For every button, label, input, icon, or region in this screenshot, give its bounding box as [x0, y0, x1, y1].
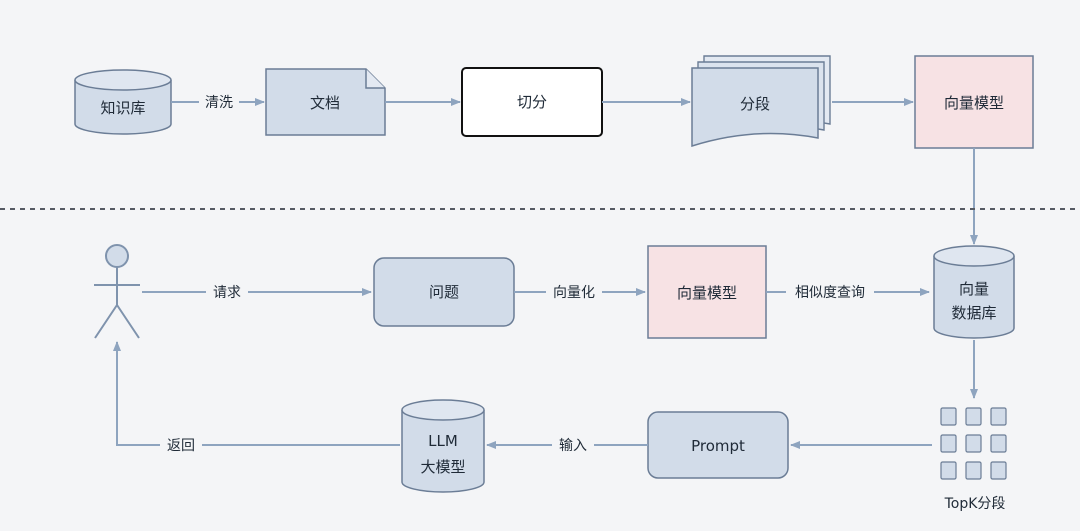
request-label: 请求: [213, 285, 241, 301]
topk-label: TopK分段: [944, 496, 1006, 512]
split-box: 切分: [461, 67, 603, 137]
topk-segments-grid-icon: [940, 407, 1007, 480]
question-label: 问题: [429, 283, 459, 301]
llm-cylinder: LLM 大模型: [401, 399, 485, 493]
prompt-label: Prompt: [691, 437, 745, 455]
llm-label-line2: 大模型: [420, 458, 465, 476]
clean-label: 清洗: [205, 95, 233, 111]
knowledge-base-cylinder: 知识库: [74, 69, 172, 135]
question-box: 问题: [373, 257, 515, 327]
vectorize-label: 向量化: [553, 285, 595, 301]
llm-label-line1: LLM: [428, 432, 458, 450]
vector-model-top-label: 向量模型: [944, 94, 1004, 112]
vector-db-label-line2: 数据库: [951, 304, 996, 322]
vector-model-bottom-label: 向量模型: [677, 284, 737, 302]
knowledge-base-label: 知识库: [100, 99, 145, 117]
arrow-return: [113, 341, 400, 446]
vector-model-bottom-box: 向量模型: [647, 245, 767, 339]
document-label: 文档: [310, 94, 340, 112]
vector-model-top-box: 向量模型: [914, 55, 1034, 149]
segments-stack: 分段: [691, 55, 831, 148]
split-label: 切分: [517, 93, 547, 111]
segments-label: 分段: [740, 95, 770, 113]
input-label: 输入: [559, 438, 587, 454]
user-figure-icon: [94, 244, 140, 339]
return-label: 返回: [167, 438, 195, 454]
vector-database-cylinder: 向量 数据库: [933, 245, 1015, 339]
prompt-box: Prompt: [647, 411, 789, 479]
similarity-label: 相似度查询: [795, 285, 865, 301]
document-box: 文档: [265, 68, 386, 136]
vector-db-label-line1: 向量: [959, 280, 989, 298]
